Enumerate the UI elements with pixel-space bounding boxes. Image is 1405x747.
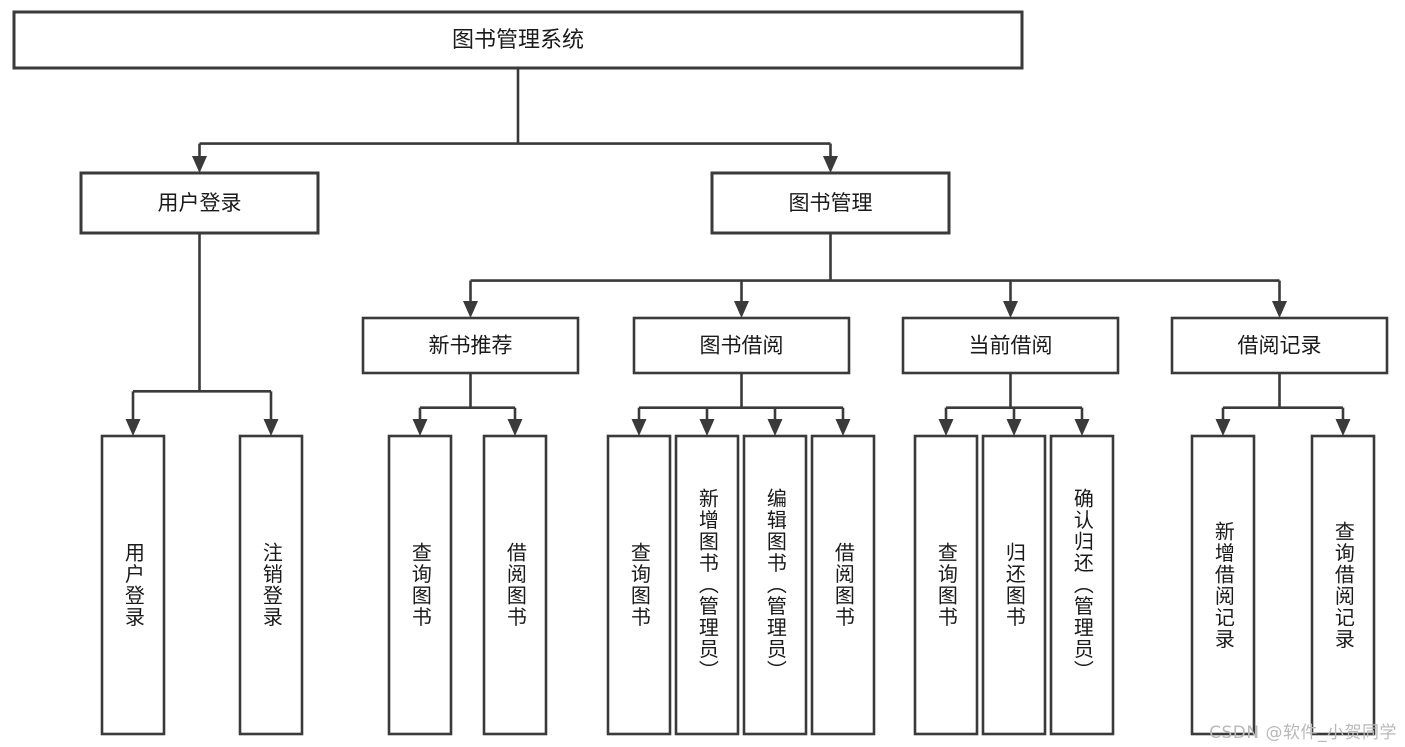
node-label: 用户登录 [158, 191, 242, 215]
node-book-manage[interactable]: 图书管理 [710, 171, 951, 235]
node-box [742, 434, 808, 736]
node-box [387, 434, 453, 736]
node-leaf-confirm-return[interactable] [1049, 434, 1115, 736]
node-label: 图书借阅 [700, 334, 784, 358]
node-borrow-records[interactable]: 借阅记录 [1170, 316, 1389, 375]
node-leaf-borrow-book-1[interactable] [482, 434, 548, 736]
node-user-login[interactable]: 用户登录 [79, 171, 320, 235]
arrow-head-icon [734, 301, 749, 318]
node-box [1190, 434, 1256, 736]
node-box [482, 434, 548, 736]
arrow-head-icon [507, 419, 523, 436]
arrow-head-icon [1215, 419, 1231, 436]
node-leaf-add-book[interactable] [674, 434, 740, 736]
arrow-head-icon [1006, 419, 1022, 436]
arrow-head-icon [192, 156, 207, 173]
node-leaf-user-login[interactable] [100, 434, 166, 736]
node-box [913, 434, 979, 736]
node-box [1310, 434, 1376, 736]
node-label: 新书推荐 [429, 334, 513, 358]
node-box [606, 434, 672, 736]
node-box [981, 434, 1047, 736]
node-box [674, 434, 740, 736]
node-box [79, 171, 320, 235]
node-leaf-query-book-1[interactable] [387, 434, 453, 736]
arrow-head-icon [1074, 419, 1090, 436]
node-leaf-query-book-2[interactable] [606, 434, 672, 736]
node-book-borrow[interactable]: 图书借阅 [632, 316, 851, 375]
watermark-text: CSDN @软件_小贺同学 [1209, 723, 1397, 743]
node-box [810, 434, 876, 736]
arrow-head-icon [1003, 301, 1018, 318]
arrow-head-icon [767, 419, 783, 436]
arrow-head-icon [938, 419, 954, 436]
node-label: 图书管理系统 [452, 28, 584, 53]
node-box [238, 434, 304, 736]
arrow-head-icon [835, 419, 851, 436]
arrow-head-icon [463, 301, 478, 318]
node-box [632, 316, 851, 375]
node-box [901, 316, 1120, 375]
node-box [1170, 316, 1389, 375]
arrow-head-icon [631, 419, 647, 436]
node-leaf-edit-book[interactable] [742, 434, 808, 736]
arrow-head-icon [263, 419, 279, 436]
node-box [710, 171, 951, 235]
arrow-head-icon [1272, 301, 1287, 318]
node-label: 当前借阅 [969, 334, 1053, 358]
arrow-head-icon [823, 156, 838, 173]
node-leaf-return-book[interactable] [981, 434, 1047, 736]
node-new-book-recommend[interactable]: 新书推荐 [361, 316, 580, 375]
node-label: 借阅记录 [1238, 334, 1322, 358]
node-leaf-add-borrow-record[interactable] [1190, 434, 1256, 736]
node-label: 图书管理 [789, 191, 873, 215]
node-box [1049, 434, 1115, 736]
connector-layer [125, 68, 1351, 436]
node-leaf-query-book-3[interactable] [913, 434, 979, 736]
node-leaf-borrow-book-2[interactable] [810, 434, 876, 736]
arrow-head-icon [125, 419, 141, 436]
node-box [12, 10, 1024, 70]
arrow-head-icon [1335, 419, 1351, 436]
arrow-head-icon [699, 419, 715, 436]
node-box [100, 434, 166, 736]
node-leaf-query-borrow-record[interactable] [1310, 434, 1376, 736]
node-leaf-logout[interactable] [238, 434, 304, 736]
node-box [361, 316, 580, 375]
node-root[interactable]: 图书管理系统 [12, 10, 1024, 70]
node-current-borrow[interactable]: 当前借阅 [901, 316, 1120, 375]
arrow-head-icon [412, 419, 428, 436]
